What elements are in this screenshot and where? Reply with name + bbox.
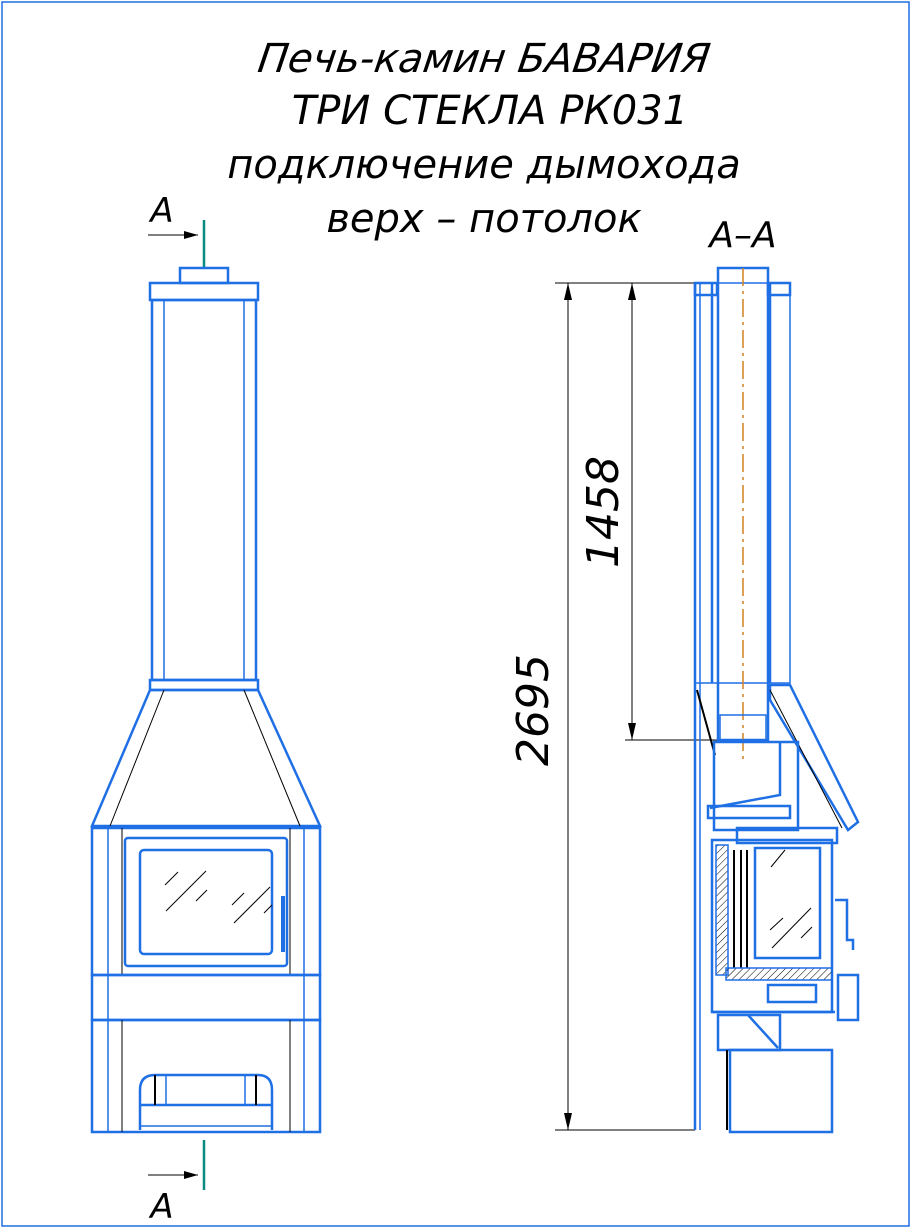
ash-pan-section bbox=[766, 983, 818, 1004]
hood-section bbox=[768, 683, 860, 832]
firebrick-lining bbox=[715, 844, 729, 976]
arrow-head-icon bbox=[184, 231, 198, 239]
title-line-4: верх – потолок bbox=[326, 196, 641, 242]
title-block: Печь-камин БАВАРИЯ ТРИ СТЕКЛА РК031 подк… bbox=[227, 36, 741, 242]
arrow-head-icon bbox=[184, 1171, 198, 1179]
door-handle-section bbox=[835, 898, 855, 950]
section-mark-top: A bbox=[148, 191, 173, 231]
fire-door bbox=[123, 836, 289, 968]
flue-connector bbox=[712, 740, 800, 832]
base-section bbox=[728, 1048, 834, 1134]
chimney-casing bbox=[150, 298, 258, 682]
dimension-total: 2695 bbox=[508, 654, 559, 766]
chimney-top-collar bbox=[148, 281, 260, 302]
glass-reflection bbox=[164, 870, 273, 924]
section-view: A–A 2695 1458 bbox=[508, 215, 860, 1134]
title-line-3: подключение дымохода bbox=[227, 142, 741, 188]
front-view: A bbox=[90, 191, 322, 1227]
dimension-flue: 1458 bbox=[578, 456, 629, 568]
ash-opening bbox=[138, 1073, 274, 1130]
hood bbox=[90, 688, 322, 828]
door-handle bbox=[281, 896, 285, 952]
title-line-2: ТРИ СТЕКЛА РК031 bbox=[292, 88, 688, 134]
chimney-bottom-collar bbox=[148, 678, 260, 692]
door-glass bbox=[138, 848, 274, 956]
section-mark-bottom: A bbox=[148, 1187, 173, 1227]
side-glass bbox=[753, 846, 822, 960]
flue-outlet bbox=[178, 266, 230, 285]
decor-band bbox=[90, 973, 322, 1022]
base bbox=[90, 1018, 322, 1134]
section-label: A–A bbox=[707, 215, 776, 256]
title-line-1: Печь-камин БАВАРИЯ bbox=[255, 36, 713, 82]
